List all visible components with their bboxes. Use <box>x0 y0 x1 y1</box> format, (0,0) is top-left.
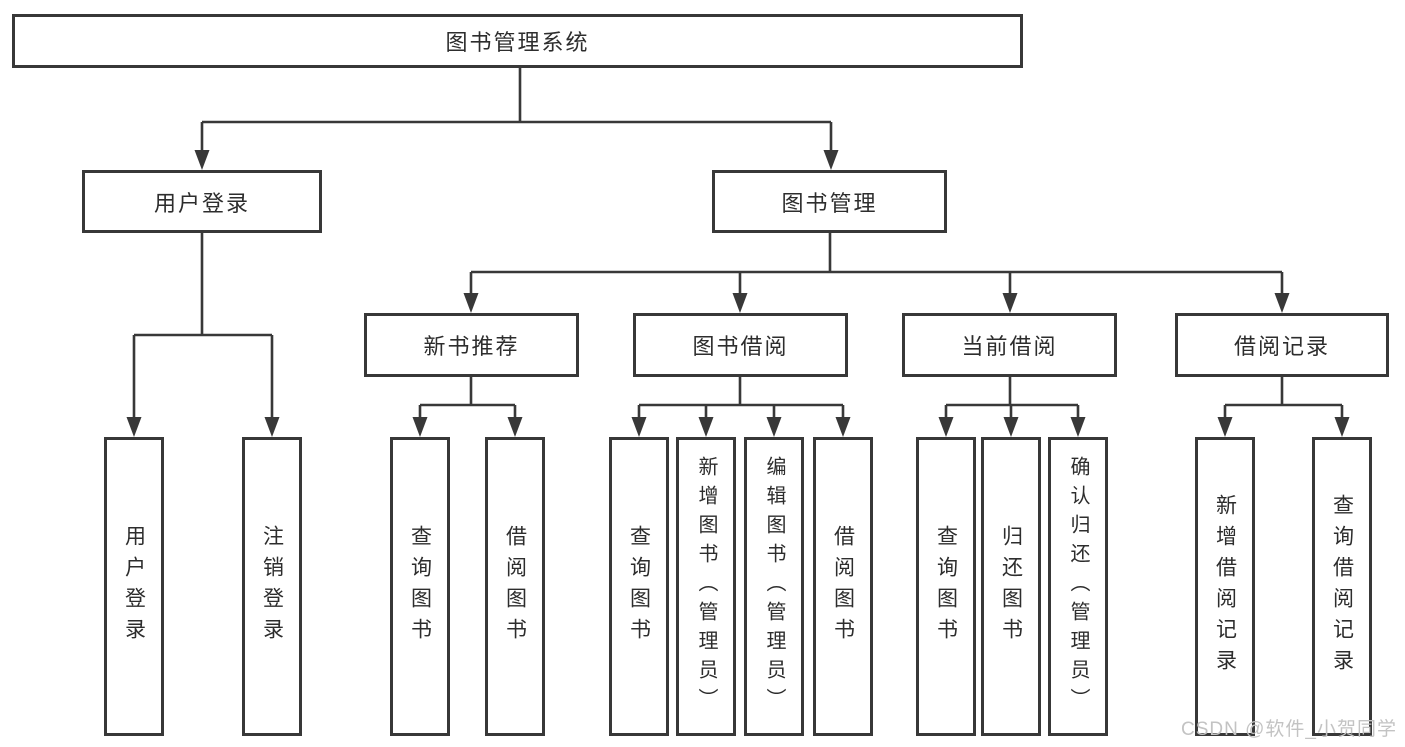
leaf-cb-return-book: 归还图书 <box>981 437 1041 736</box>
leaf-user-login-label: 用户登录 <box>122 524 146 649</box>
leaf-logout-label: 注销登录 <box>260 524 284 649</box>
node-book-management-label: 图书管理 <box>781 190 878 216</box>
node-root-label: 图书管理系统 <box>445 30 590 55</box>
leaf-bb-edit-book-admin: 编辑图书（管理员） <box>744 437 804 736</box>
leaf-bb-query-book: 查询图书 <box>609 437 669 736</box>
leaf-nbr-query-book: 查询图书 <box>390 437 450 736</box>
leaf-logout: 注销登录 <box>242 437 302 736</box>
node-new-book-recommend-label: 新书推荐 <box>423 334 520 359</box>
node-book-borrow: 图书借阅 <box>633 313 848 377</box>
leaf-nbr-borrow-book-label: 借阅图书 <box>503 524 527 649</box>
csdn-watermark: CSDN @软件_小贺同学 <box>1181 719 1397 740</box>
leaf-cb-confirm-return-admin: 确认归还（管理员） <box>1048 437 1108 736</box>
leaf-bb-add-book-admin: 新增图书（管理员） <box>676 437 736 736</box>
node-borrow-records: 借阅记录 <box>1175 313 1389 377</box>
leaf-cb-confirm-return-admin-label: 确认归还（管理员） <box>1067 456 1089 717</box>
leaf-bb-borrow-book: 借阅图书 <box>813 437 873 736</box>
leaf-br-query-record-label: 查询借阅记录 <box>1330 493 1354 680</box>
leaf-br-add-record-label: 新增借阅记录 <box>1213 493 1237 680</box>
node-borrow-records-label: 借阅记录 <box>1233 334 1330 359</box>
leaf-br-add-record: 新增借阅记录 <box>1195 437 1255 736</box>
node-current-borrow: 当前借阅 <box>902 313 1117 377</box>
node-root: 图书管理系统 <box>12 14 1023 68</box>
leaf-nbr-query-book-label: 查询图书 <box>408 524 432 649</box>
node-book-management: 图书管理 <box>712 170 947 233</box>
leaf-br-query-record: 查询借阅记录 <box>1312 437 1372 736</box>
leaf-bb-edit-book-admin-label: 编辑图书（管理员） <box>763 456 785 717</box>
leaf-bb-borrow-book-label: 借阅图书 <box>831 524 855 649</box>
leaf-bb-add-book-admin-label: 新增图书（管理员） <box>695 456 717 717</box>
node-user-login: 用户登录 <box>82 170 322 233</box>
node-book-borrow-label: 图书借阅 <box>692 334 789 359</box>
leaf-nbr-borrow-book: 借阅图书 <box>485 437 545 736</box>
leaf-cb-query-book-label: 查询图书 <box>934 524 958 649</box>
leaf-bb-query-book-label: 查询图书 <box>627 524 651 649</box>
leaf-cb-return-book-label: 归还图书 <box>999 524 1023 649</box>
node-new-book-recommend: 新书推荐 <box>364 313 579 377</box>
node-current-borrow-label: 当前借阅 <box>961 334 1058 359</box>
leaf-cb-query-book: 查询图书 <box>916 437 976 736</box>
node-user-login-label: 用户登录 <box>153 190 250 216</box>
leaf-user-login: 用户登录 <box>104 437 164 736</box>
